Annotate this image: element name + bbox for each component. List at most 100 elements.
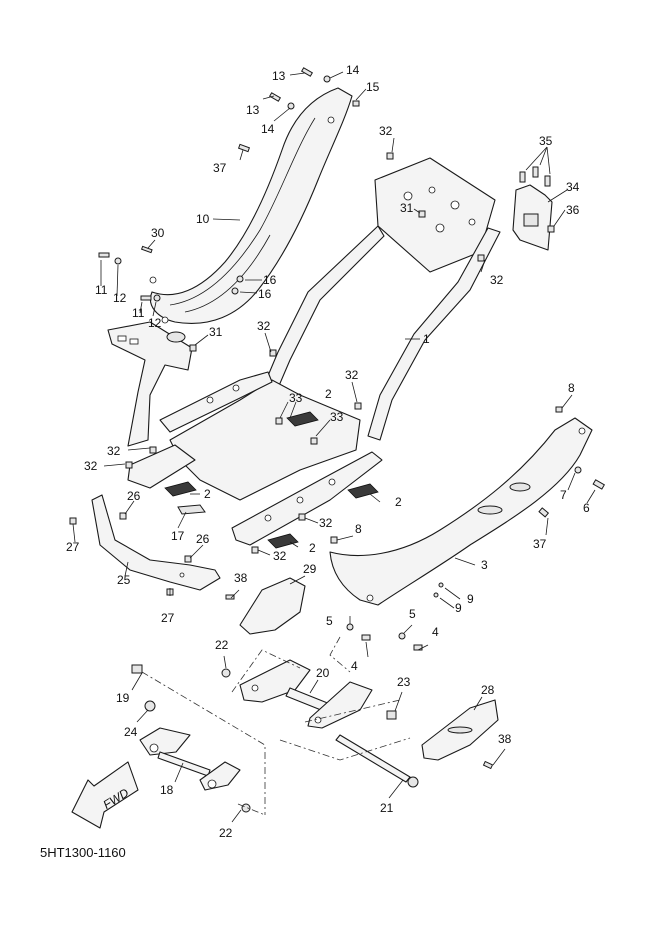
callout-35[interactable]: 35 [539,134,553,148]
callout-16[interactable]: 16 [258,287,272,301]
bolt-37b [538,507,550,518]
callout-12[interactable]: 12 [148,316,162,330]
callout-14[interactable]: 14 [346,63,360,77]
callout-5[interactable]: 5 [409,607,416,621]
callout-13[interactable]: 13 [246,103,260,117]
nut-32g [298,513,306,521]
callout-31[interactable]: 31 [209,325,223,339]
callout-32[interactable]: 32 [319,516,333,530]
part-18-link[interactable] [139,727,241,791]
part-29-guard[interactable] [239,577,306,635]
callout-27[interactable]: 27 [66,540,80,554]
bolt-35a [519,171,526,183]
callout-34[interactable]: 34 [566,180,580,194]
callout-21[interactable]: 21 [380,801,394,815]
part-10-side-rail[interactable] [149,87,353,324]
bolt-30 [140,245,153,254]
callout-24[interactable]: 24 [124,725,138,739]
part-34-bracket[interactable] [512,184,553,251]
callout-1[interactable]: 1 [423,332,430,346]
part-28-cover[interactable] [421,699,499,761]
pad-2b[interactable] [164,481,197,497]
washer-7 [574,466,582,474]
callout-8[interactable]: 8 [568,381,575,395]
callout-25[interactable]: 25 [117,573,131,587]
callout-4[interactable]: 4 [351,659,358,673]
part-17-strip[interactable] [177,504,206,515]
part-20-engine-bracket[interactable] [239,659,373,729]
callout-26[interactable]: 26 [127,489,141,503]
callout-29[interactable]: 29 [303,562,317,576]
callout-8[interactable]: 8 [355,522,362,536]
callout-32[interactable]: 32 [273,549,287,563]
callout-23[interactable]: 23 [397,675,411,689]
callout-33[interactable]: 33 [289,391,303,405]
nut-32d [354,402,362,410]
callout-19[interactable]: 19 [116,691,130,705]
callout-32[interactable]: 32 [379,124,393,138]
nut-8a [555,406,563,413]
callout-22[interactable]: 22 [215,638,229,652]
part-25-lower-cover[interactable] [91,494,221,591]
bolt-37a [237,143,251,153]
callout-37[interactable]: 37 [213,161,227,175]
part-3-side-cover[interactable] [329,417,593,606]
pad-2c[interactable] [347,483,379,499]
callout-30[interactable]: 30 [151,226,165,240]
callout-2[interactable]: 2 [204,487,211,501]
callout-32[interactable]: 32 [84,459,98,473]
callout-28[interactable]: 28 [481,683,495,697]
callout-38[interactable]: 38 [234,571,248,585]
callout-15[interactable]: 15 [366,80,380,94]
nut-32h [251,546,259,554]
nut-31a [189,344,197,352]
callout-2[interactable]: 2 [325,387,332,401]
part-21-long-bolt[interactable] [335,734,419,788]
callout-7[interactable]: 7 [560,488,567,502]
callout-37[interactable]: 37 [533,537,547,551]
callout-20[interactable]: 20 [316,666,330,680]
callout-11[interactable]: 11 [95,283,108,297]
nut-8b [330,536,338,544]
footboard-pads [164,411,379,549]
bolt-27a [69,517,77,525]
callout-5[interactable]: 5 [326,614,333,628]
callout-10[interactable]: 10 [196,212,210,226]
callout-9[interactable]: 9 [467,592,474,606]
callout-9[interactable]: 9 [455,601,462,615]
bolt-23 [386,710,397,720]
pad-2a[interactable] [286,411,319,427]
callout-18[interactable]: 18 [160,783,174,797]
bolt-4a [361,634,371,641]
callout-14[interactable]: 14 [261,122,275,136]
callout-26[interactable]: 26 [196,532,210,546]
washer-14a [323,75,331,83]
callout-3[interactable]: 3 [481,558,488,572]
callout-36[interactable]: 36 [566,203,580,217]
pad-2d[interactable] [267,533,299,549]
callout-27[interactable]: 27 [161,611,175,625]
washer-5a [346,623,354,631]
callout-31[interactable]: 31 [400,201,414,215]
bolt-19 [131,664,143,674]
callout-4[interactable]: 4 [432,625,439,639]
bolt-38a [225,594,235,600]
callout-22[interactable]: 22 [219,826,233,840]
bolt-35b [532,166,539,178]
callout-33[interactable]: 33 [330,410,344,424]
nut-36 [547,225,555,233]
callout-16[interactable]: 16 [263,273,277,287]
callout-2[interactable]: 2 [395,495,402,509]
callout-32[interactable]: 32 [107,444,121,458]
callout-13[interactable]: 13 [272,69,286,83]
callout-2[interactable]: 2 [309,541,316,555]
callout-38[interactable]: 38 [498,732,512,746]
callout-17[interactable]: 17 [171,529,185,543]
callout-32[interactable]: 32 [490,273,504,287]
callout-11[interactable]: 11 [132,306,145,320]
part-1-main-frame[interactable] [107,157,501,546]
callout-12[interactable]: 12 [113,291,127,305]
callout-6[interactable]: 6 [583,501,590,515]
callout-32[interactable]: 32 [345,368,359,382]
callout-32[interactable]: 32 [257,319,271,333]
